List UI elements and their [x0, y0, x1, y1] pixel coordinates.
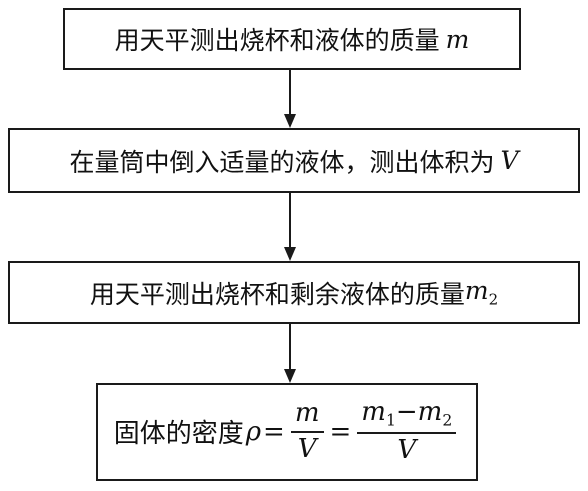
m1-subscript: 1: [385, 411, 396, 430]
m1-base: m: [361, 396, 386, 427]
result-text: 固体的密度: [113, 419, 244, 450]
step-box-1: 用天平测出烧杯和液体的质量 m: [63, 8, 521, 70]
step-3-variable-base: m: [464, 276, 489, 306]
rho-symbol: ρ: [245, 416, 262, 447]
equals-sign-2: =: [329, 416, 352, 447]
fraction-m-over-v: m V: [290, 398, 324, 465]
arrow-3: [284, 324, 296, 383]
fraction-difference-over-v: m1−m2 V: [357, 396, 457, 466]
equals-sign-1: =: [263, 416, 285, 447]
result-box: 固体的密度 ρ = m V = m1−m2 V: [96, 383, 478, 481]
m2-subscript: 2: [442, 411, 453, 430]
fraction-1-denominator: V: [297, 433, 317, 464]
step-1-variable: m: [445, 24, 470, 54]
m2-base: m: [417, 396, 443, 427]
density-formula: 固体的密度 ρ = m V = m1−m2 V: [113, 396, 461, 466]
step-box-2: 在量筒中倒入适量的液体，测出体积为 V: [8, 128, 580, 193]
fraction-1-numerator: m: [290, 398, 324, 433]
step-1-text: 用天平测出烧杯和液体的质量: [114, 26, 440, 55]
fraction-2-denominator: V: [397, 435, 417, 466]
step-3-text: 用天平测出烧杯和剩余液体的质量: [89, 279, 465, 309]
step-box-3: 用天平测出烧杯和剩余液体的质量 m2: [8, 261, 580, 324]
arrow-1: [284, 70, 296, 128]
fraction-2-numerator: m1−m2: [357, 396, 457, 435]
step-3-variable: m2: [465, 276, 498, 308]
arrow-2: [284, 193, 296, 261]
step-2-text: 在量筒中倒入适量的液体，测出体积为: [69, 147, 495, 177]
step-3-variable-subscript: 2: [488, 290, 499, 309]
minus-sign: −: [395, 396, 418, 427]
step-2-variable: V: [500, 146, 519, 175]
